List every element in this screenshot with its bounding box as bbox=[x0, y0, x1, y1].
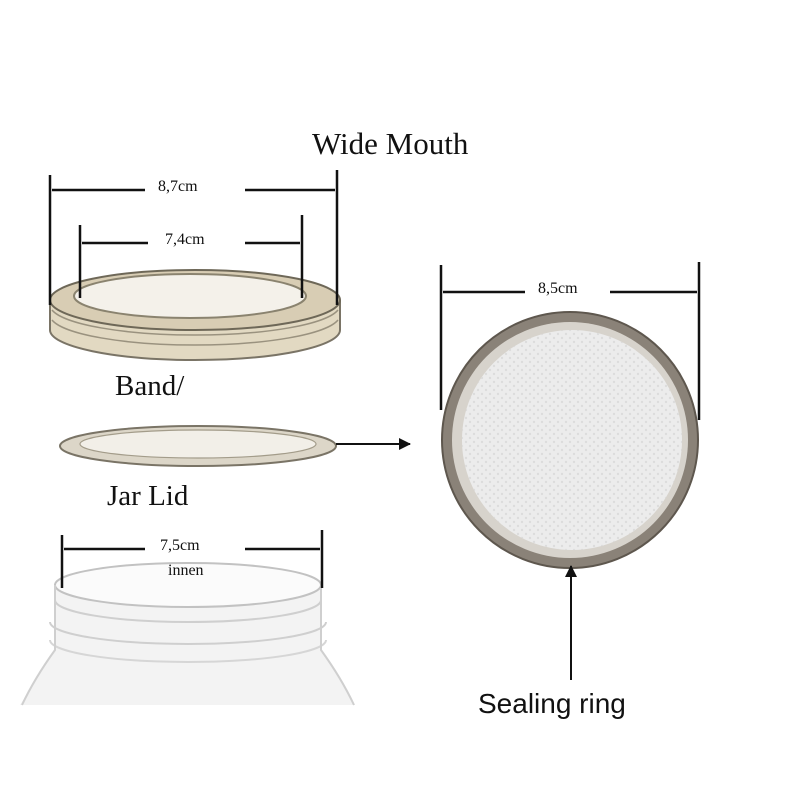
band-label: Band/ bbox=[115, 370, 185, 402]
band-inner-dimension-label: 7,4cm bbox=[165, 231, 205, 248]
band-outer-dimension bbox=[48, 170, 339, 305]
band-inner-dimension bbox=[78, 215, 304, 298]
jar-opening-note: innen bbox=[168, 562, 204, 579]
flat-lid-drawing bbox=[59, 425, 337, 467]
lid-diameter-dimension bbox=[439, 262, 701, 420]
lid-detail-drawing bbox=[441, 311, 699, 569]
sealing-ring-label: Sealing ring bbox=[478, 688, 626, 719]
jar-opening-dimension bbox=[60, 530, 324, 588]
band-drawing bbox=[49, 269, 341, 361]
lid-diameter-label: 8,5cm bbox=[538, 280, 578, 297]
jar-neck-drawing bbox=[20, 562, 355, 706]
diagram-heading: Wide Mouth bbox=[312, 126, 469, 161]
jar-opening-dimension-label: 7,5cm bbox=[160, 537, 200, 554]
band-outer-dimension-label: 8,7cm bbox=[158, 178, 198, 195]
jar-lid-label: Jar Lid bbox=[107, 480, 189, 512]
